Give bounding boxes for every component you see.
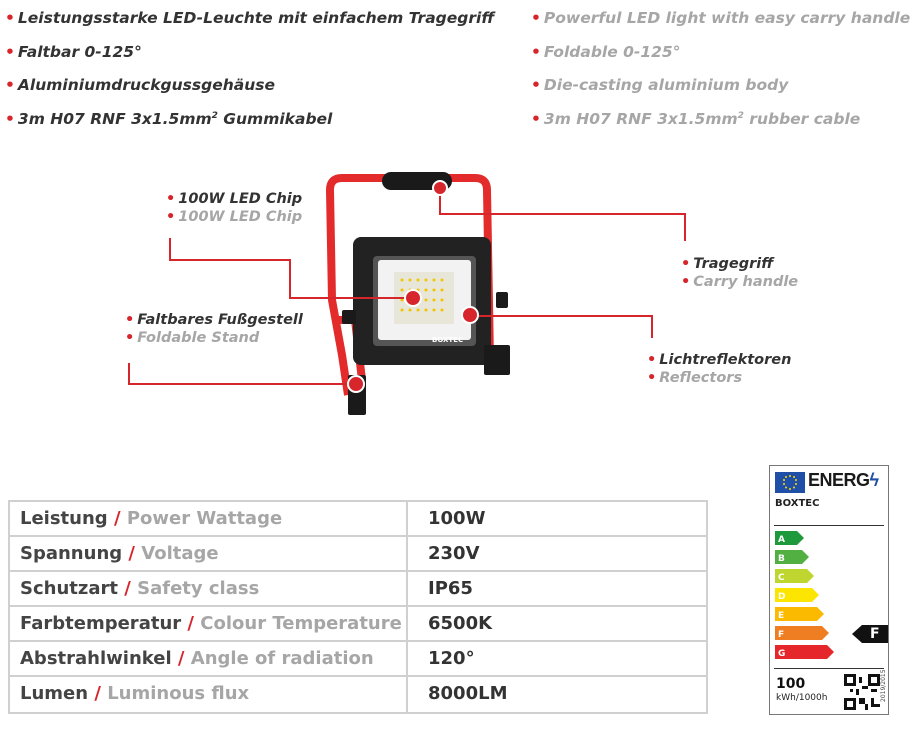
- feature-en-3: •Die-casting aluminium body: [531, 76, 789, 94]
- feature-de-2: •Faltbar 0-125°: [5, 43, 142, 61]
- spec-label: Abstrahlwinkel / Angle of radiation: [20, 648, 374, 669]
- spec-value: 8000LM: [428, 683, 508, 704]
- qr-code-icon: [844, 674, 880, 710]
- table-row: Lumen / Luminous flux 8000LM: [10, 677, 706, 712]
- spec-label: Lumen / Luminous flux: [20, 683, 250, 704]
- table-row: Abstrahlwinkel / Angle of radiation 120°: [10, 642, 706, 677]
- current-energy-class: F: [852, 625, 888, 643]
- leader-line-handle: [684, 213, 686, 241]
- leader-line-stand: [128, 383, 356, 385]
- table-row: Spannung / Voltage 230V: [10, 537, 706, 572]
- callout-chip: •100W LED Chip •100W LED Chip: [166, 191, 303, 225]
- energy-label-title: ENERGϟ: [808, 470, 880, 490]
- product-floodlight-image: BOXTEC: [326, 172, 510, 415]
- energy-label-regulation: 2019/2015: [880, 669, 887, 702]
- callout-dot-handle: [432, 180, 448, 196]
- energy-class-letter: C: [778, 573, 785, 583]
- table-row: Leistung / Power Wattage 100W: [10, 502, 706, 537]
- eu-flag-icon: [775, 472, 805, 493]
- callout-stand: •Faltbares Fußgestell •Foldable Stand: [125, 312, 303, 346]
- leader-line-chip: [169, 259, 291, 261]
- feature-en-2: •Foldable 0-125°: [531, 43, 681, 61]
- leader-line-handle: [439, 213, 686, 215]
- energy-consumption-unit: kWh/1000h: [776, 693, 828, 703]
- energy-class-letter: D: [778, 592, 785, 602]
- callout-handle: •Tragegriff •Carry handle: [681, 256, 799, 290]
- energy-label: ENERGϟ BOXTEC A B C D E F G F 100 kWh/10…: [769, 465, 889, 715]
- energy-consumption-value: 100: [776, 676, 806, 692]
- table-row: Schutzart / Safety class IP65: [10, 572, 706, 607]
- spec-table: Leistung / Power Wattage 100W Spannung /…: [8, 500, 708, 714]
- energy-label-brand: BOXTEC: [775, 498, 820, 509]
- energy-class-letter: G: [778, 649, 785, 659]
- spec-label: Spannung / Voltage: [20, 543, 219, 564]
- energy-class-letter: A: [778, 535, 785, 545]
- energy-class-letter: B: [778, 554, 785, 564]
- leader-line-chip: [169, 238, 171, 261]
- feature-de-3: •Aluminiumdruckgussgehäuse: [5, 76, 275, 94]
- feature-en-1: •Powerful LED light with easy carry hand…: [531, 9, 911, 27]
- leader-line-reflector: [470, 315, 653, 317]
- spec-label: Schutzart / Safety class: [20, 578, 260, 599]
- leader-line-chip: [289, 259, 291, 299]
- feature-en-4: •3m H07 RNF 3x1.5mm2 rubber cable: [531, 110, 861, 128]
- leader-line-reflector: [651, 315, 653, 338]
- callout-dot-stand: [347, 375, 365, 393]
- callout-dot-chip: [404, 289, 422, 307]
- spec-value: 100W: [428, 508, 486, 529]
- spec-value: 120°: [428, 648, 475, 669]
- lightning-icon: ϟ: [869, 470, 880, 490]
- spec-value: IP65: [428, 578, 473, 599]
- divider: [774, 525, 884, 526]
- energy-class-letter: E: [778, 611, 784, 621]
- energy-class-scale: A B C D E F G: [775, 531, 834, 659]
- leader-line-stand: [128, 363, 130, 385]
- spec-label: Farbtemperatur / Colour Temperature: [20, 613, 402, 634]
- divider: [774, 668, 884, 669]
- energy-class-letter: F: [778, 630, 784, 640]
- table-row: Farbtemperatur / Colour Temperature 6500…: [10, 607, 706, 642]
- spec-value: 230V: [428, 543, 480, 564]
- product-logo-text: BOXTEC: [432, 336, 463, 344]
- feature-de-1: •Leistungsstarke LED-Leuchte mit einfach…: [5, 9, 495, 27]
- callout-dot-reflector: [461, 306, 479, 324]
- spec-label: Leistung / Power Wattage: [20, 508, 283, 529]
- spec-value: 6500K: [428, 613, 493, 634]
- leader-line-handle: [439, 188, 441, 215]
- table-column-divider: [406, 502, 408, 712]
- leader-line-chip: [289, 297, 413, 299]
- callout-reflector: •Lichtreflektoren •Reflectors: [647, 352, 792, 386]
- feature-de-4: •3m H07 RNF 3x1.5mm2 Gummikabel: [5, 110, 333, 128]
